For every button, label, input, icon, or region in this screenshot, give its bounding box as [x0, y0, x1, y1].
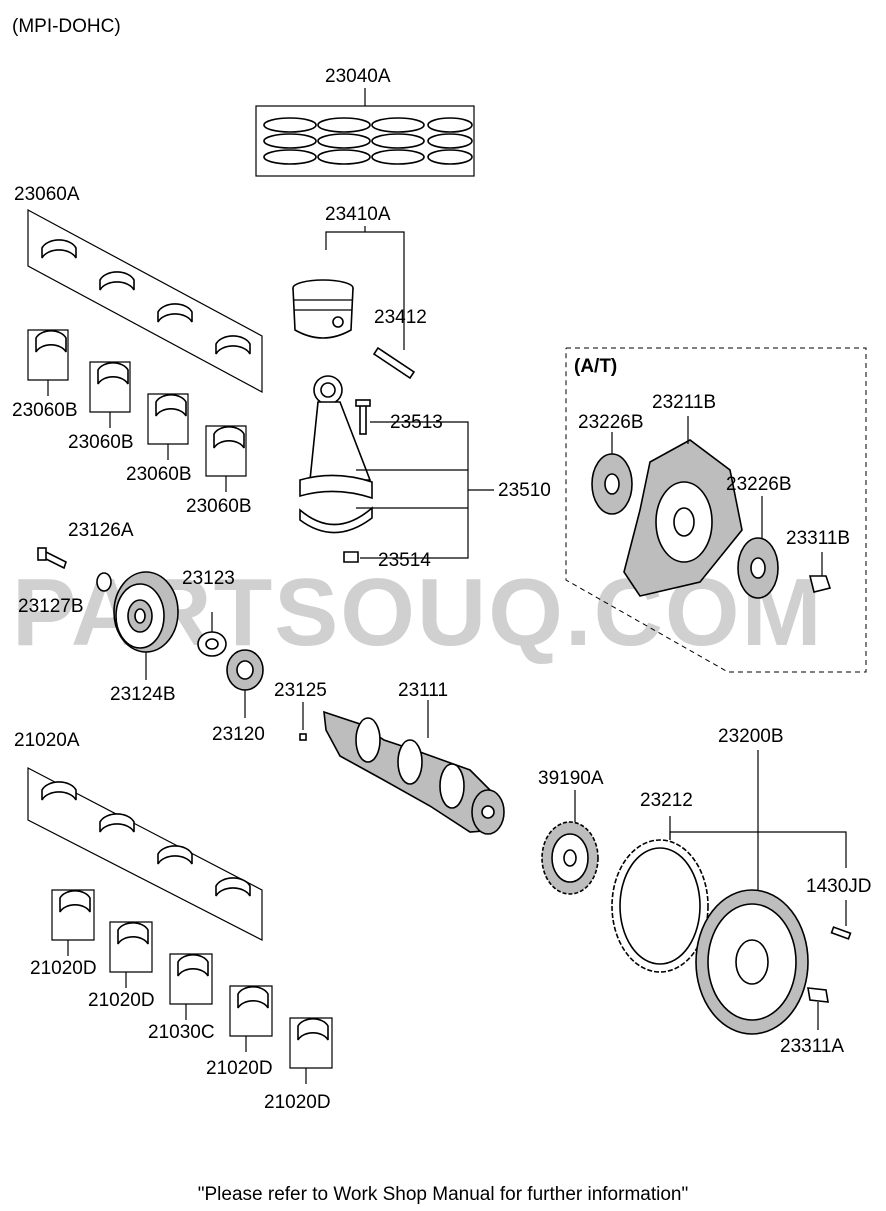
label-23125[interactable]: 23125	[274, 680, 327, 701]
label-23120[interactable]: 23120	[212, 724, 265, 745]
label-23060b-1[interactable]: 23060B	[12, 400, 78, 421]
bearing-21020d-4[interactable]	[289, 1017, 333, 1084]
main-bearing-set-lower[interactable]	[27, 767, 263, 941]
label-21020d-3[interactable]: 21020D	[206, 1058, 273, 1079]
label-23311a[interactable]: 23311A	[780, 1036, 844, 1057]
label-23060a[interactable]: 23060A	[14, 184, 80, 205]
bearing-21020d-1[interactable]	[51, 889, 95, 956]
label-23510[interactable]: 23510	[498, 480, 551, 501]
at-group: (A/T)	[565, 347, 867, 673]
flywheel[interactable]	[695, 889, 809, 1035]
bearing-21020d-3[interactable]	[229, 985, 273, 1052]
crankshaft[interactable]	[323, 700, 505, 835]
piston-pin[interactable]	[372, 346, 416, 380]
variant-label: (MPI-DOHC)	[12, 16, 121, 37]
connecting-rod[interactable]	[299, 375, 373, 563]
flywheel-bolt[interactable]	[807, 987, 829, 1030]
label-23513[interactable]: 23513	[390, 412, 443, 433]
part-labels: 23040A 23060A 23410A 23412 23060B 23060B…	[12, 66, 872, 1113]
label-23060b-3[interactable]: 23060B	[126, 464, 192, 485]
crank-bolt[interactable]	[37, 547, 67, 570]
key-23125[interactable]	[299, 702, 307, 741]
label-21020d-4[interactable]: 21020D	[264, 1092, 331, 1113]
label-23060b-2[interactable]: 23060B	[68, 432, 134, 453]
label-21030c[interactable]: 21030C	[148, 1022, 215, 1043]
label-23060b-4[interactable]: 23060B	[186, 496, 252, 517]
drive-plate[interactable]	[623, 416, 743, 597]
footer-note: "Please refer to Work Shop Manual for fu…	[198, 1184, 688, 1205]
label-23127b[interactable]: 23127B	[18, 596, 84, 617]
key-washer-23123[interactable]	[197, 612, 227, 657]
crank-pulley[interactable]	[113, 571, 179, 680]
drive-plate-shim-1[interactable]	[591, 432, 633, 515]
thrust-bearing-21030c[interactable]	[169, 953, 213, 1020]
label-23410a[interactable]: 23410A	[325, 204, 391, 225]
label-23123[interactable]: 23123	[182, 568, 235, 589]
drive-plate-shim-2[interactable]	[737, 496, 779, 599]
label-23412[interactable]: 23412	[374, 307, 427, 328]
piston-ring-set[interactable]	[255, 88, 475, 177]
bearing-23060b-1[interactable]	[27, 329, 69, 396]
sprocket-23120[interactable]	[226, 649, 264, 718]
washer-23126a[interactable]	[96, 572, 112, 592]
label-23226b-2[interactable]: 23226B	[726, 474, 792, 495]
dowel-pin-1430jd[interactable]	[830, 900, 852, 940]
label-23040a[interactable]: 23040A	[325, 66, 391, 87]
bearing-21020d-2[interactable]	[109, 921, 153, 988]
label-21020d-2[interactable]: 21020D	[88, 990, 155, 1011]
label-23111[interactable]: 23111	[398, 680, 448, 701]
label-23211b[interactable]: 23211B	[652, 392, 716, 413]
piston[interactable]	[292, 226, 405, 350]
at-group-label: (A/T)	[574, 356, 617, 377]
label-21020d-1[interactable]: 21020D	[30, 958, 97, 979]
label-1430jd[interactable]: 1430JD	[806, 876, 872, 897]
ring-gear[interactable]	[611, 839, 709, 973]
bearing-23060b-3[interactable]	[147, 393, 189, 460]
label-23311b[interactable]: 23311B	[786, 528, 850, 549]
bearing-23060b-4[interactable]	[205, 425, 247, 492]
label-23124b[interactable]: 23124B	[110, 684, 176, 705]
drive-plate-bolt[interactable]	[808, 552, 832, 593]
label-23226b-1[interactable]: 23226B	[578, 412, 644, 433]
label-21020a[interactable]: 21020A	[14, 730, 80, 751]
main-bearing-set-upper[interactable]	[27, 208, 263, 394]
label-23126a[interactable]: 23126A	[68, 520, 134, 541]
sprocket-39190a[interactable]	[541, 790, 599, 895]
label-23200b[interactable]: 23200B	[718, 726, 784, 747]
bearing-23060b-2[interactable]	[89, 361, 131, 428]
label-23212[interactable]: 23212	[640, 790, 693, 811]
label-39190a[interactable]: 39190A	[538, 768, 604, 789]
label-23514[interactable]: 23514	[378, 550, 431, 571]
